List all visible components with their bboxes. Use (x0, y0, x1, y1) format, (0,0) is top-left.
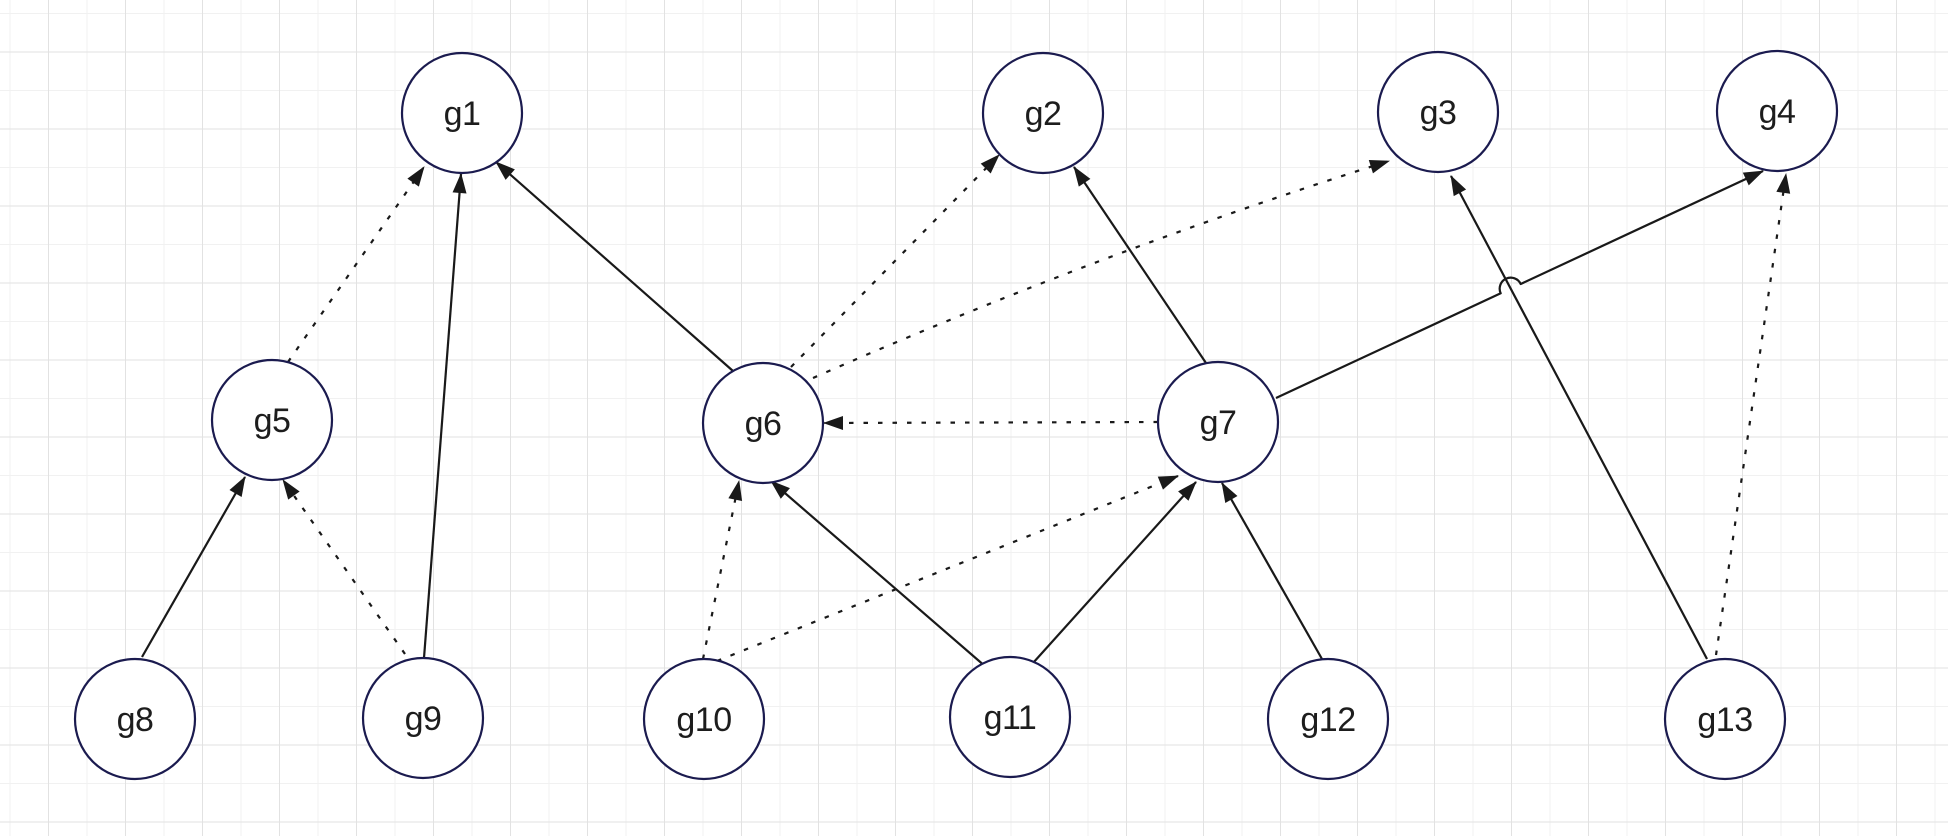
edge-g9-g5[interactable] (282, 479, 406, 655)
node-label-g13: g13 (1697, 701, 1752, 739)
node-circle-g10[interactable] (642, 657, 766, 781)
node-circle-g4[interactable] (1715, 49, 1839, 173)
node-circle-g1[interactable] (400, 51, 524, 175)
edge-g13-g3[interactable] (1450, 175, 1708, 660)
nodes-layer: g1 g2 g3 g4 g5 g6 g7 g8 g9 g10 g11 g12 g13 (73, 49, 1839, 781)
edge-g7-g6[interactable] (823, 415, 1159, 430)
node-circle-g9[interactable] (361, 656, 485, 780)
edge-g6-g1[interactable] (495, 161, 734, 372)
node-g4[interactable]: g4 (1715, 49, 1839, 173)
edge-g10-g7[interactable] (716, 474, 1179, 663)
edge-g9-g1[interactable] (422, 173, 467, 659)
node-circle-g2[interactable] (981, 51, 1105, 175)
node-label-g6: g6 (745, 405, 782, 443)
edges-layer (141, 154, 1791, 668)
node-g1[interactable]: g1 (400, 51, 524, 175)
node-label-g11: g11 (984, 699, 1037, 737)
node-label-g4: g4 (1759, 93, 1796, 131)
node-g3[interactable]: g3 (1376, 50, 1500, 174)
node-g9[interactable]: g9 (361, 656, 485, 780)
node-circle-g13[interactable] (1663, 657, 1787, 781)
edge-g12-g7[interactable] (1221, 482, 1323, 660)
node-g6[interactable]: g6 (701, 361, 825, 485)
node-circle-g3[interactable] (1376, 50, 1500, 174)
edge-g8-g5[interactable] (141, 476, 246, 658)
edge-g11-g7[interactable] (1032, 481, 1197, 664)
edge-g11-g6[interactable] (770, 480, 987, 668)
node-label-g12: g12 (1300, 701, 1355, 739)
node-label-g5: g5 (254, 402, 291, 440)
edge-g10-g6[interactable] (701, 480, 743, 660)
node-circle-g8[interactable] (73, 657, 197, 781)
edge-g7-g2[interactable] (1073, 166, 1207, 364)
node-g2[interactable]: g2 (981, 51, 1105, 175)
node-label-g7: g7 (1200, 404, 1237, 442)
node-g7[interactable]: g7 (1156, 360, 1280, 484)
node-circle-g11[interactable] (948, 655, 1072, 779)
node-g13[interactable]: g13 (1663, 657, 1787, 781)
node-g10[interactable]: g10 (642, 657, 766, 781)
node-g5[interactable]: g5 (210, 358, 334, 482)
node-label-g9: g9 (405, 700, 442, 738)
node-g12[interactable]: g12 (1266, 657, 1390, 781)
node-circle-g7[interactable] (1156, 360, 1280, 484)
node-label-g2: g2 (1025, 95, 1062, 133)
edge-g5-g1[interactable] (287, 166, 425, 363)
edge-g7-g4[interactable] (1275, 170, 1764, 399)
node-g11[interactable]: g11 (948, 655, 1072, 779)
node-circle-g5[interactable] (210, 358, 334, 482)
edge-g6-g3[interactable] (812, 159, 1390, 380)
edge-g6-g2[interactable] (790, 154, 1000, 368)
node-g8[interactable]: g8 (73, 657, 197, 781)
node-label-g3: g3 (1420, 94, 1457, 132)
node-label-g8: g8 (117, 701, 154, 739)
node-label-g1: g1 (444, 95, 481, 133)
edge-g13-g4[interactable] (1714, 173, 1791, 656)
node-circle-g12[interactable] (1266, 657, 1390, 781)
node-label-g10: g10 (676, 701, 731, 739)
node-circle-g6[interactable] (701, 361, 825, 485)
